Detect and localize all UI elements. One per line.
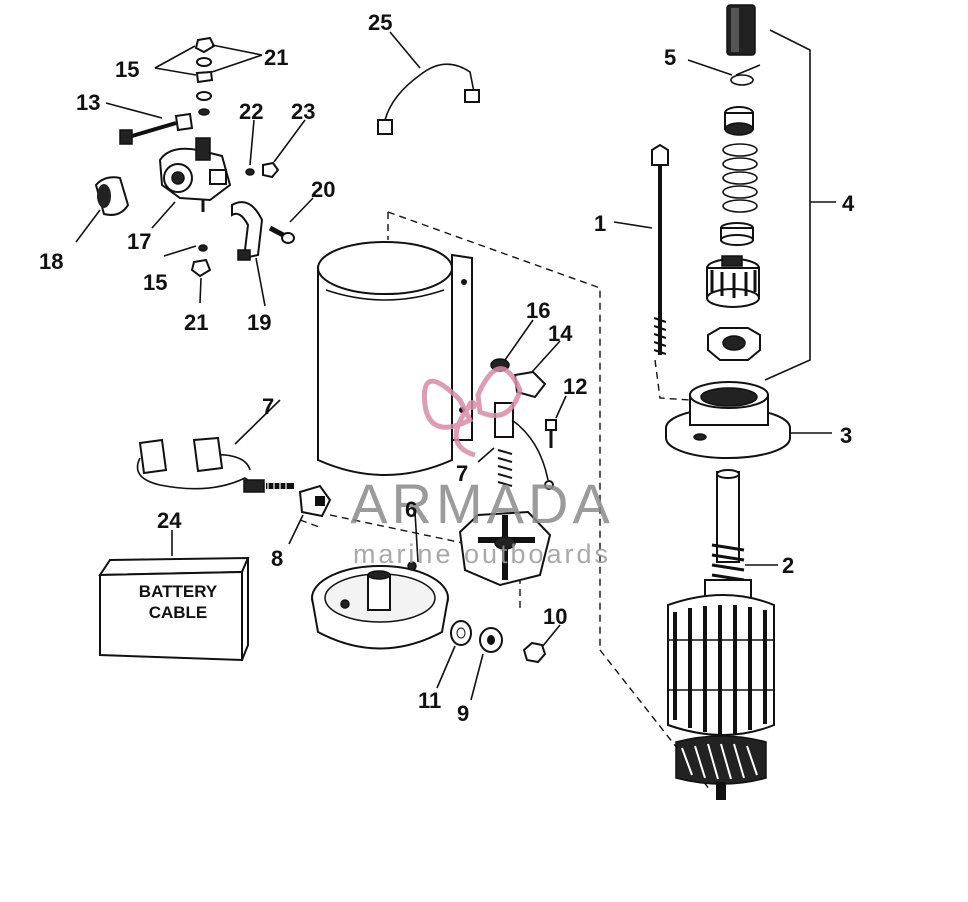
- callout-22: 22: [239, 99, 263, 124]
- callout-16: 16: [526, 298, 550, 323]
- callout-18: 18: [39, 249, 63, 274]
- callout-25: 25: [368, 10, 392, 35]
- callout-6: 6: [405, 497, 417, 522]
- callout-labels: 1 2 3 4 5 6 7 7 8 9 10 11 12 13 14 15 15…: [39, 10, 855, 726]
- watermark-tagline: marine outboards: [353, 539, 611, 569]
- commutator-end-cap: [311, 561, 449, 650]
- jumper-cable: [377, 63, 480, 135]
- callout-2: 2: [782, 553, 794, 578]
- through-bolt: [651, 143, 669, 355]
- callout-20: 20: [311, 177, 335, 202]
- drive-spring: [722, 143, 758, 213]
- hex-nut: [262, 161, 280, 179]
- callout-15-top: 15: [115, 57, 139, 82]
- watermark-logo: [421, 366, 523, 458]
- callout-10: 10: [543, 604, 567, 629]
- callout-7-left: 7: [262, 394, 274, 419]
- callout-12: 12: [563, 374, 587, 399]
- battery-cable-label-line2: CABLE: [149, 603, 208, 622]
- solenoid-assembly: [119, 112, 232, 212]
- callout-19: 19: [247, 310, 271, 335]
- brush-set: [136, 436, 294, 493]
- callout-21-bottom: 21: [184, 310, 208, 335]
- rubber-boot: [94, 176, 130, 216]
- solenoid-bracket: [231, 201, 264, 261]
- callout-1: 1: [594, 211, 606, 236]
- watermark: ARMADA marine outboards: [350, 366, 614, 569]
- brush-holder: [494, 402, 554, 490]
- callout-24: 24: [157, 508, 182, 533]
- leader-lines: [75, 31, 836, 701]
- callout-7-right: 7: [456, 461, 468, 486]
- field-frame: [317, 241, 473, 476]
- callout-4: 4: [842, 191, 855, 216]
- brush-clip: [298, 484, 332, 518]
- armature: [667, 469, 775, 800]
- callout-15-bottom: 15: [143, 270, 167, 295]
- callout-14: 14: [548, 321, 573, 346]
- lower-nut-washer: [190, 244, 212, 278]
- terminal-nuts-stack: [194, 36, 216, 116]
- battery-cable-box: BATTERY CABLE: [98, 556, 250, 662]
- callout-3: 3: [840, 423, 852, 448]
- callout-13: 13: [76, 90, 100, 115]
- hardware-nut-washers: [450, 620, 547, 664]
- screw: [545, 419, 557, 448]
- drive-assembly: [706, 4, 761, 361]
- callout-23: 23: [291, 99, 315, 124]
- callout-5: 5: [664, 45, 676, 70]
- drive-end-cap: [665, 381, 791, 459]
- callout-8: 8: [271, 546, 283, 571]
- lock-washer: [245, 168, 255, 176]
- callout-21-top: 21: [264, 45, 288, 70]
- bracket-screw: [268, 225, 295, 244]
- battery-cable-label-line1: BATTERY: [139, 582, 218, 601]
- callout-11: 11: [418, 688, 441, 713]
- brush-plate: [458, 510, 552, 587]
- callout-9: 9: [457, 701, 469, 726]
- callout-17: 17: [127, 229, 151, 254]
- watermark-brand: ARMADA: [350, 472, 614, 535]
